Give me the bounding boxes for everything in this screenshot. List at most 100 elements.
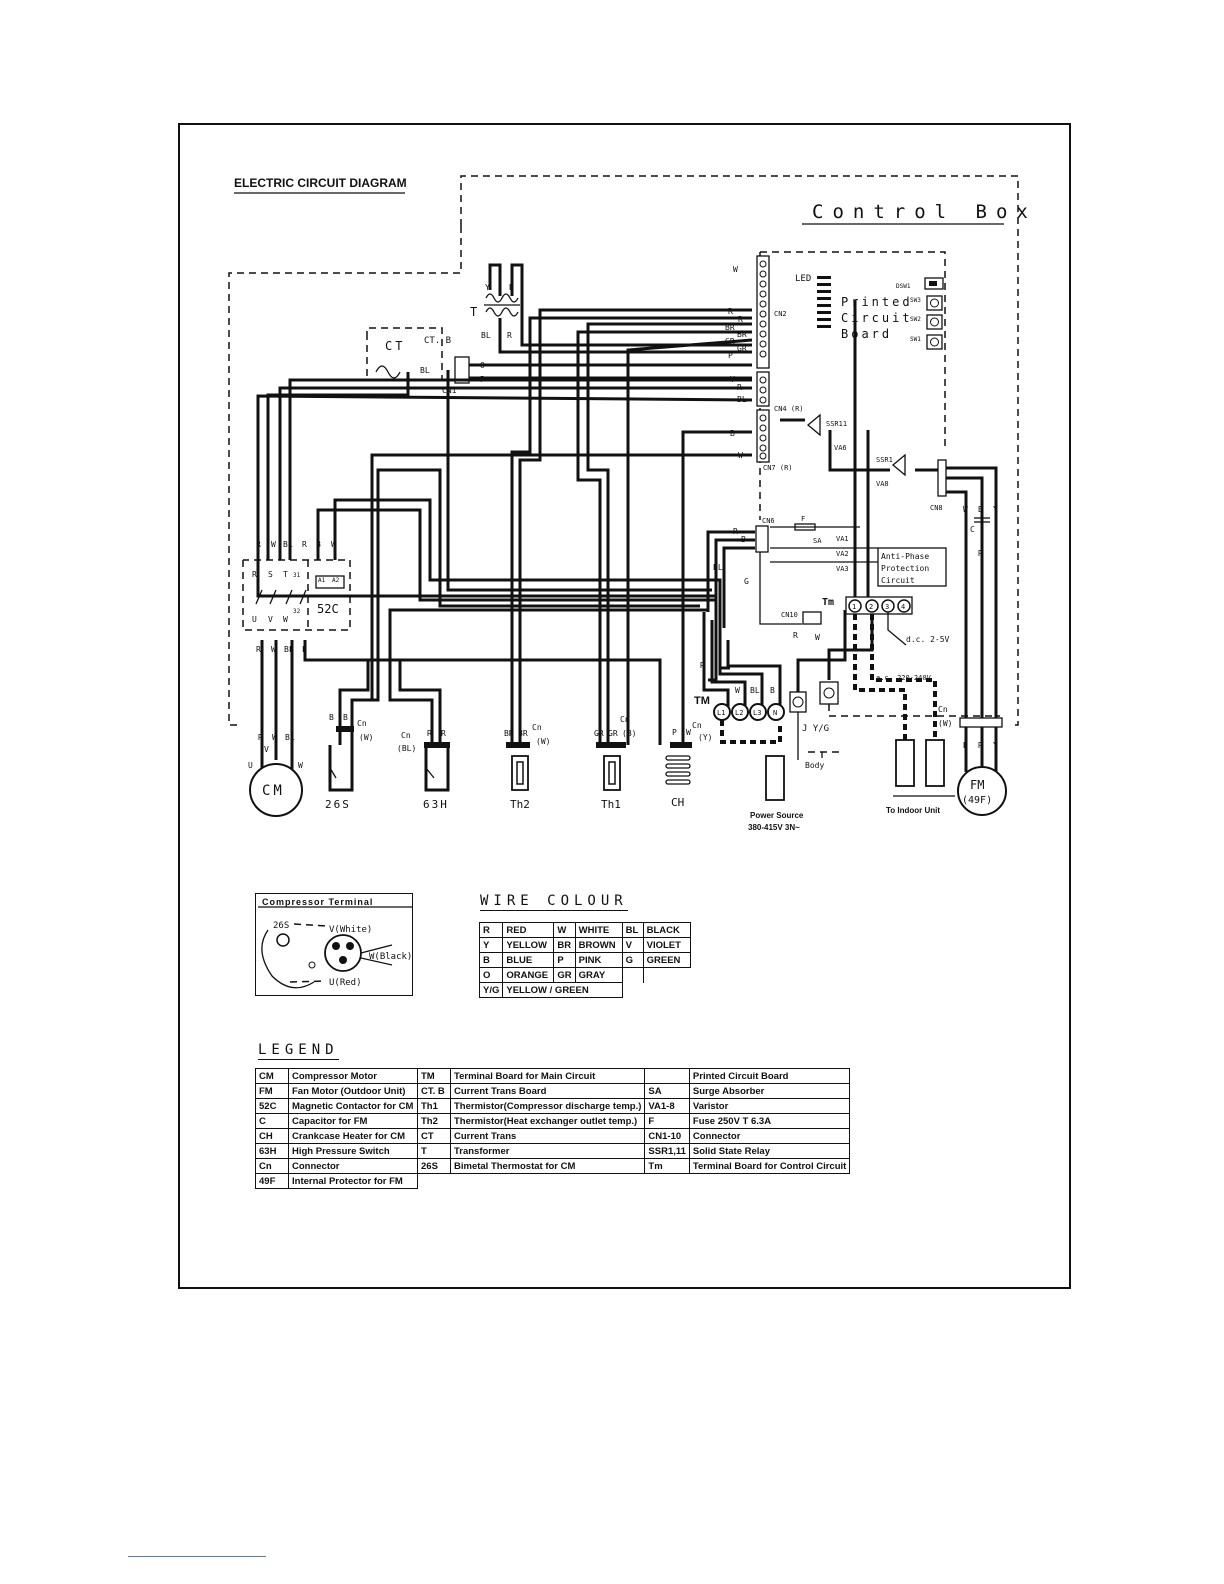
anti-phase-label-3: Circuit [881,576,915,585]
power-source-label: Power Source [750,811,804,820]
fm-connector [959,717,1003,728]
legend-description: Internal Protector for FM [288,1173,418,1189]
legend-description: Current Trans Board [449,1083,646,1099]
sw2-label: SW2 [910,316,921,323]
legend-code: CT. B [417,1083,451,1099]
legend-code: T [417,1143,451,1159]
svg-text:P: P [302,645,307,654]
legend-code: SSR1,11 [644,1143,690,1159]
wire-colour-name: BROWN [574,937,623,953]
anti-phase-circuit [877,547,947,587]
legend-description: Current Trans [449,1128,646,1144]
legend-code: Th1 [417,1098,451,1114]
svg-text:R: R [700,661,705,670]
legend-code: C [255,1113,289,1129]
svg-text:V: V [268,615,273,624]
legend-description: Capacitor for FM [288,1113,418,1129]
va1-label: VA1 [836,535,849,543]
va6-label: VA6 [834,444,847,452]
va2-label: VA2 [836,550,849,558]
svg-text:B: B [978,505,983,514]
transformer-label: T [470,305,477,319]
svg-text:26S: 26S [273,921,289,931]
legend-description: Fuse 250V T 6.3A [688,1113,851,1129]
fan-motor-area: W B Y C R Cn (W) B R Y FM (49F) [938,505,1007,816]
fm-label: FM [970,778,984,792]
wire-colour-code: G [621,952,644,968]
svg-text:B: B [770,686,775,695]
wire-colour-code: BL [621,922,644,938]
svg-text:R: R [302,540,307,549]
body-label: Body [805,761,824,770]
legend-description: Thermistor(Heat exchanger outlet temp.) [449,1113,646,1129]
svg-text:1: 1 [852,603,856,611]
pcb-label-1: Printed [841,295,913,309]
wire-colour-code: O [478,967,504,983]
transformer: T Y B BL R [470,263,524,340]
printed-circuit-board: CN2 CN4 (R) CN7 (R) LED Printed Circuit … [756,251,946,520]
cn2-label: CN2 [774,310,787,318]
power-source-voltage: 380-415V 3N~ [748,823,800,832]
wire-colour-name: PINK [574,952,623,968]
svg-text:(B): (B) [622,729,636,738]
indoor-unit-cables: To Indoor Unit [886,739,955,815]
legend-code: CM [255,1068,289,1084]
svg-text:W: W [733,265,738,274]
svg-text:U(Red): U(Red) [329,978,362,988]
cn7-connector [756,409,770,463]
sw1-label: SW1 [910,336,921,343]
high-pressure-switch-63h: Cn (BL) R R 63H [397,729,450,811]
svg-text:2: 2 [869,603,873,611]
legend-code [644,1068,690,1084]
wire-colour-name: BLACK [642,922,691,938]
svg-text:GR: GR [608,729,618,738]
svg-text:R: R [252,570,257,579]
svg-text:R: R [978,549,983,558]
legend-description: Solid State Relay [688,1143,851,1159]
svg-text:Cn: Cn [401,731,411,740]
svg-text:R: R [507,331,512,340]
current-trans-coil [375,365,401,379]
svg-text:B: B [316,540,321,549]
52c-label: 52C [317,602,339,616]
63h-label: 63H [423,798,449,811]
svg-text:BL: BL [285,733,295,742]
wire-colour-code: W [553,922,576,938]
svg-text:Y: Y [993,741,998,750]
legend-code: Tm [644,1158,690,1174]
fan-motor [957,766,1007,816]
svg-text:U: U [252,615,257,624]
wire-colour-name: YELLOW / GREEN [502,982,623,998]
svg-text:W(Black): W(Black) [369,952,412,962]
wire-colour-name: GRAY [574,967,623,983]
control-box-boundary [228,175,1019,726]
wire-colour-name: ORANGE [502,967,555,983]
svg-text:(W): (W) [938,719,952,728]
diagram-frame [178,123,1071,1289]
wire-colour-code: GR [553,967,576,983]
wire-colour-code: Y [478,937,504,953]
svg-text:4: 4 [901,603,905,611]
cn1-connector [454,356,470,384]
svg-text:32: 32 [293,608,301,615]
cn8-label: CN8 [930,504,943,512]
diagram-title: ELECTRIC CIRCUIT DIAGRAM [234,176,407,190]
fuse-label: F [801,515,805,523]
wire-colour-code: Y/G [478,982,504,998]
power-source: Power Source 380-415V 3N~ [748,755,804,832]
crankcase-heater: P W Cn (Y) CH [665,721,712,809]
cn6-connector [755,525,769,553]
svg-text:Cn: Cn [357,719,367,728]
svg-text:Y: Y [485,283,490,292]
sw1-button [926,334,943,350]
ground-terminal-2 [819,681,839,705]
svg-text:BL: BL [750,686,760,695]
svg-text:W: W [271,645,276,654]
control-terminal-board: Tm 1 2 3 4 d.c. 2-5V a.c. 220-240V [822,596,950,740]
sw3-button [926,295,943,311]
svg-text:(W): (W) [359,733,373,742]
